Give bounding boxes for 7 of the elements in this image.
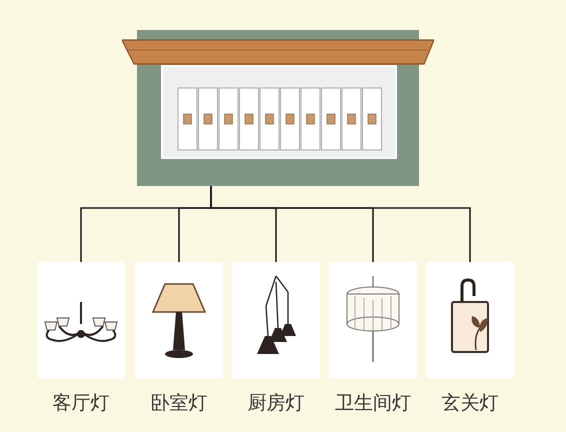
lamp-label: 玄关灯: [442, 391, 498, 416]
connector-line: [210, 186, 471, 262]
breaker-panel-drawing: [122, 30, 434, 186]
lamp-label: 厨房灯: [248, 391, 304, 416]
lamp-label: 卫生间灯: [335, 391, 411, 416]
lamp-label: 客厅灯: [52, 391, 110, 416]
lamp-label: 卧室灯: [150, 391, 208, 416]
